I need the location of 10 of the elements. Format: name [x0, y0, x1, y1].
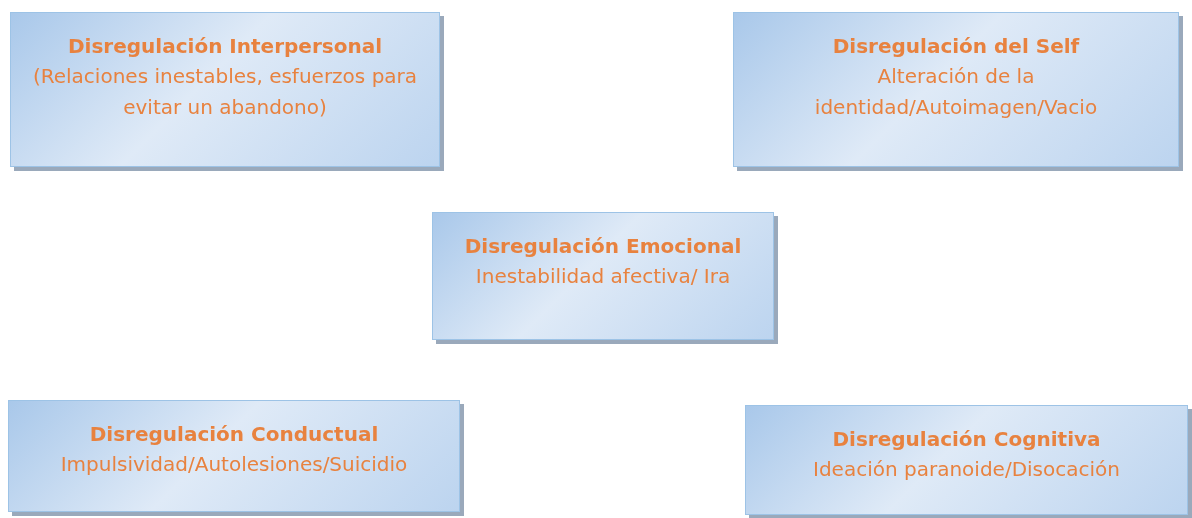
box-description: Inestabilidad afectiva/ Ira — [474, 263, 732, 290]
box-heading: Disregulación Cognitiva — [832, 426, 1101, 453]
box-heading: Disregulación Emocional — [464, 233, 742, 260]
box-description: Alteración de la identidad/Autoimagen/Vacio — [813, 63, 1099, 121]
box-heading: Disregulación Interpersonal — [68, 33, 382, 60]
box-description: Impulsividad/Autolesiones/Suicidio — [59, 451, 409, 478]
box-heading: Disregulación del Self — [832, 33, 1080, 60]
box-description: Ideación paranoide/Disocación — [812, 456, 1121, 483]
box-heading: Disregulación Conductual — [89, 421, 379, 448]
box-description: (Relaciones inestables, esfuerzos para evitar un abandono) — [31, 63, 419, 121]
